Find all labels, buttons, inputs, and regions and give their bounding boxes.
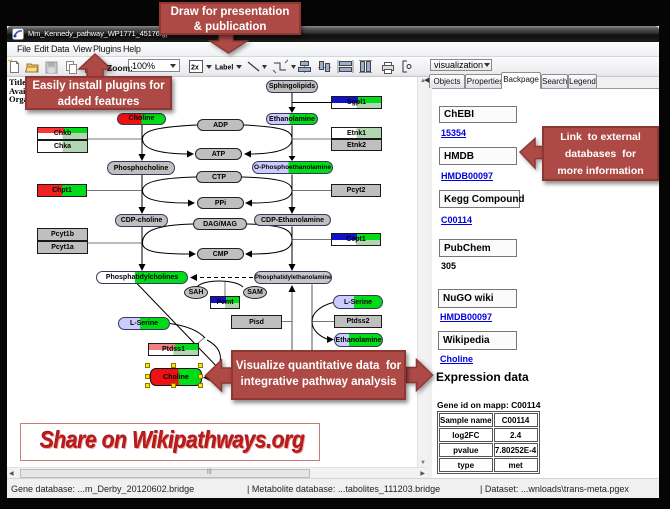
svg-text:Label: Label (215, 65, 233, 72)
svg-text:2x: 2x (191, 65, 199, 72)
